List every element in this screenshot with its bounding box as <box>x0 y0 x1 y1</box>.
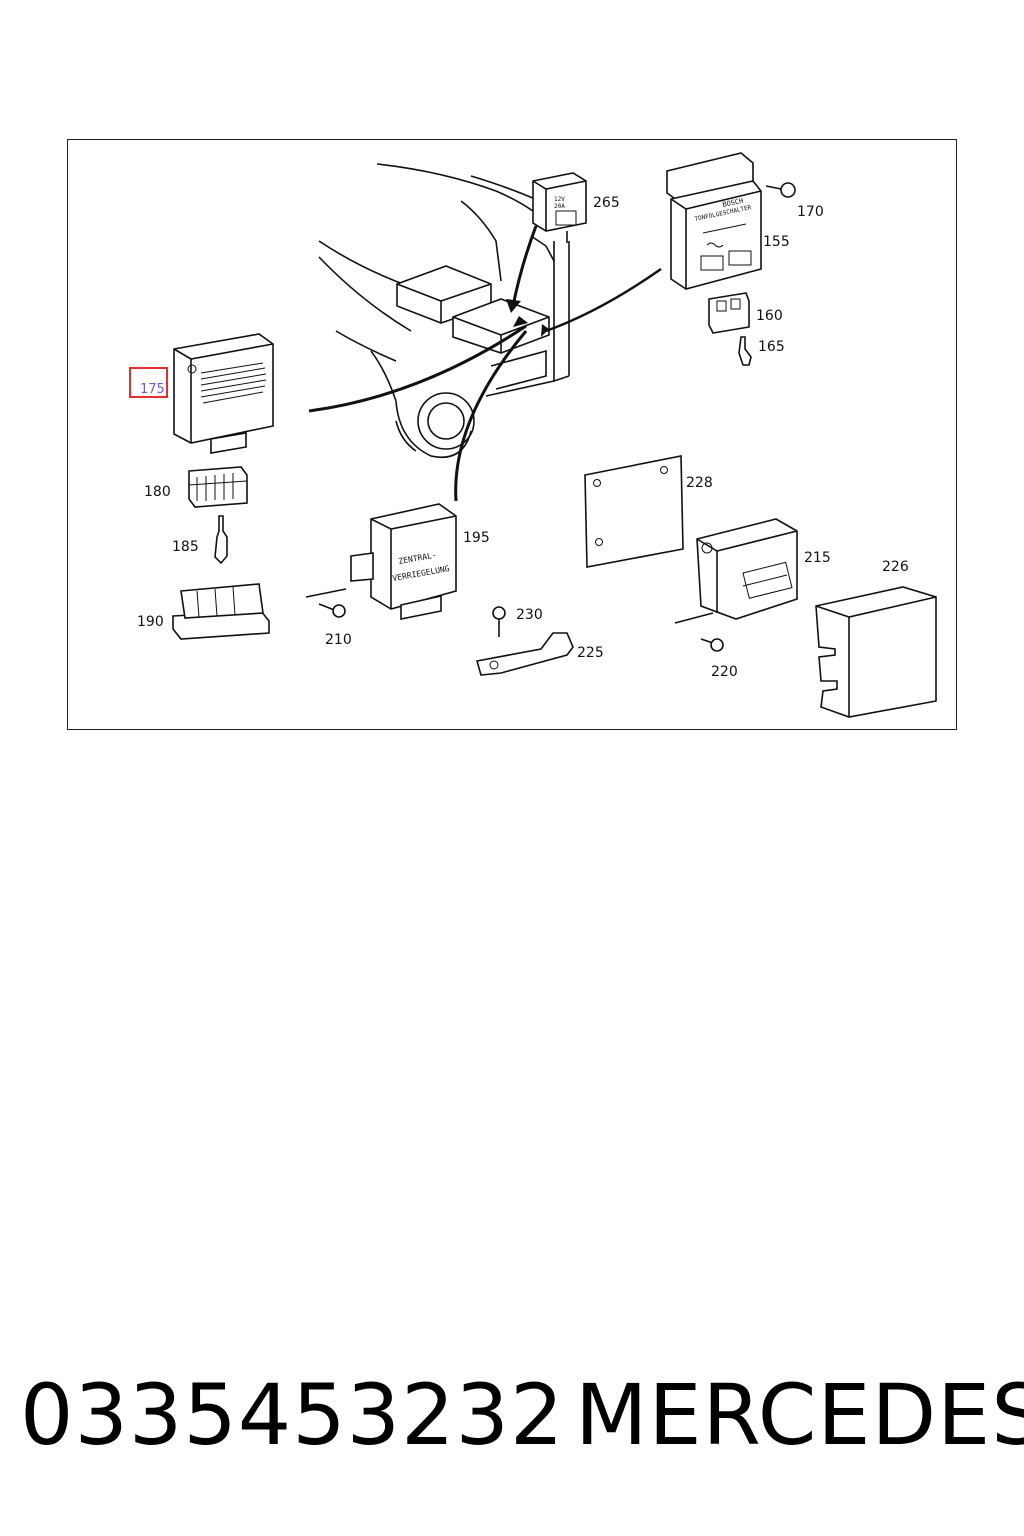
label-195: 195 <box>463 530 490 546</box>
part-190-holder <box>172 583 270 640</box>
part-175-control-unit <box>173 333 274 454</box>
part-226-cover <box>815 586 937 718</box>
part-220-screw <box>674 612 724 652</box>
part-160-connector <box>708 292 750 334</box>
part-215-module <box>696 518 798 620</box>
part-230-screw <box>492 606 506 637</box>
part-225-bracket <box>475 632 574 676</box>
part-185-terminal <box>214 515 228 565</box>
label-160: 160 <box>756 308 783 324</box>
part-155-tone-sequence-switch: BOSCH TONFOLGESCHALTER <box>666 152 762 290</box>
car-body-outline <box>318 163 570 458</box>
label-210: 210 <box>325 632 352 648</box>
relay-text-2: 20A <box>554 203 565 210</box>
label-230: 230 <box>516 607 543 623</box>
part-170-screw <box>765 182 796 198</box>
part-number: 0335453232 <box>20 1366 565 1464</box>
part-165-terminal <box>738 336 752 366</box>
label-175: 175 <box>140 382 165 397</box>
relay-text-1: 12V <box>554 196 565 203</box>
label-225: 225 <box>577 645 604 661</box>
part-228-plate <box>584 455 684 568</box>
part-180-connector <box>188 466 248 508</box>
label-215: 215 <box>804 550 831 566</box>
assembly-arrows <box>308 225 662 502</box>
label-228: 228 <box>686 475 713 491</box>
part-265-relay: 12V 20A <box>532 172 587 243</box>
brand-name: MERCEDES <box>575 1366 1024 1464</box>
label-180: 180 <box>144 484 171 500</box>
mounted-control-unit-front <box>452 298 550 354</box>
exploded-view-drawing: ZENTRAL- VERRIEGELUNG 12V 20A <box>129 152 937 718</box>
part-210-screw <box>305 588 347 618</box>
highlight-box-175 <box>129 367 168 398</box>
part-195-central-locking-module: ZENTRAL- VERRIEGELUNG <box>350 503 457 620</box>
label-190: 190 <box>137 614 164 630</box>
label-265: 265 <box>593 195 620 211</box>
label-170: 170 <box>797 204 824 220</box>
label-226: 226 <box>882 559 909 575</box>
label-220: 220 <box>711 664 738 680</box>
parts-diagram: ZENTRAL- VERRIEGELUNG 12V 20A <box>67 139 957 730</box>
label-155: 155 <box>763 234 790 250</box>
label-165: 165 <box>758 339 785 355</box>
label-185: 185 <box>172 539 199 555</box>
